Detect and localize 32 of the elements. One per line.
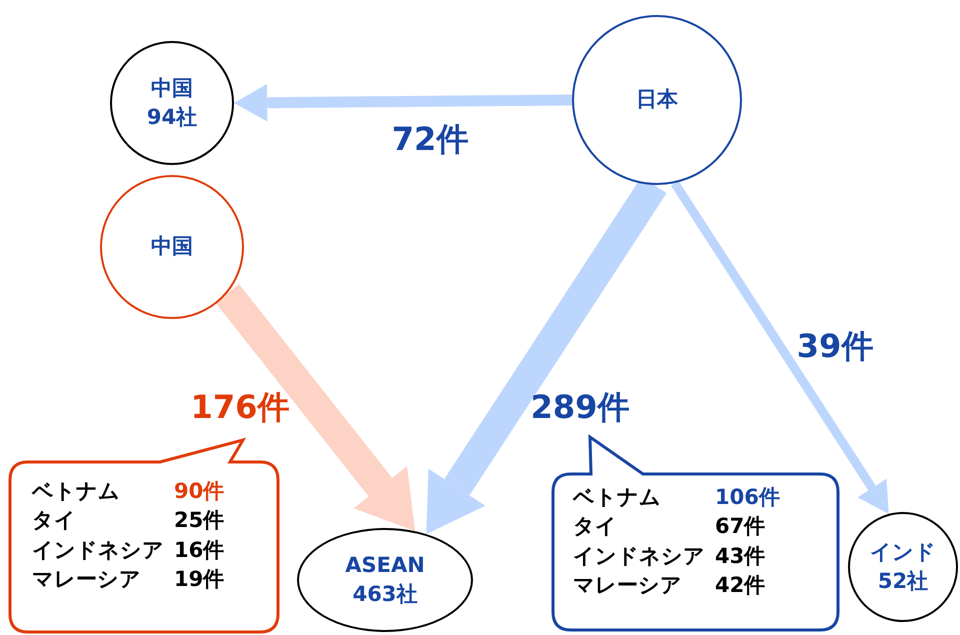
count-value: 43件 xyxy=(715,542,766,570)
count-value: 106件 xyxy=(715,484,780,511)
country-name: ベトナム xyxy=(573,484,662,511)
edge-label: 176件 xyxy=(190,387,290,428)
speech-bubble xyxy=(553,436,838,630)
country-name: ベトナム xyxy=(32,478,121,505)
country-name: タイ xyxy=(32,507,77,534)
speech-bubble xyxy=(10,438,278,632)
node-label: 52社 xyxy=(878,568,928,595)
count-value: 42件 xyxy=(715,572,766,599)
count-value: 90件 xyxy=(174,478,224,505)
arrow xyxy=(234,84,572,122)
edge-label: 39件 xyxy=(796,326,874,367)
node-label: インド xyxy=(870,538,936,566)
node-label: 中国 xyxy=(151,74,193,102)
node-label: 94社 xyxy=(146,104,198,131)
country-name: マレーシア xyxy=(573,572,683,599)
arrow xyxy=(670,180,889,514)
edge-label: 289件 xyxy=(530,387,630,428)
count-value: 67件 xyxy=(715,513,766,540)
count-value: 16件 xyxy=(174,536,224,564)
country-name: インドネシア xyxy=(32,536,164,564)
country-name: インドネシア xyxy=(573,542,705,570)
country-name: マレーシア xyxy=(32,566,142,593)
count-value: 25件 xyxy=(174,507,224,534)
node-label: ASEAN xyxy=(345,552,425,579)
country-name: タイ xyxy=(573,513,618,540)
node-label: 日本 xyxy=(636,86,678,114)
node-label: 463社 xyxy=(352,581,418,608)
node-label: 中国 xyxy=(151,233,193,260)
edge-label: 72件 xyxy=(392,119,468,160)
count-value: 19件 xyxy=(174,566,224,593)
